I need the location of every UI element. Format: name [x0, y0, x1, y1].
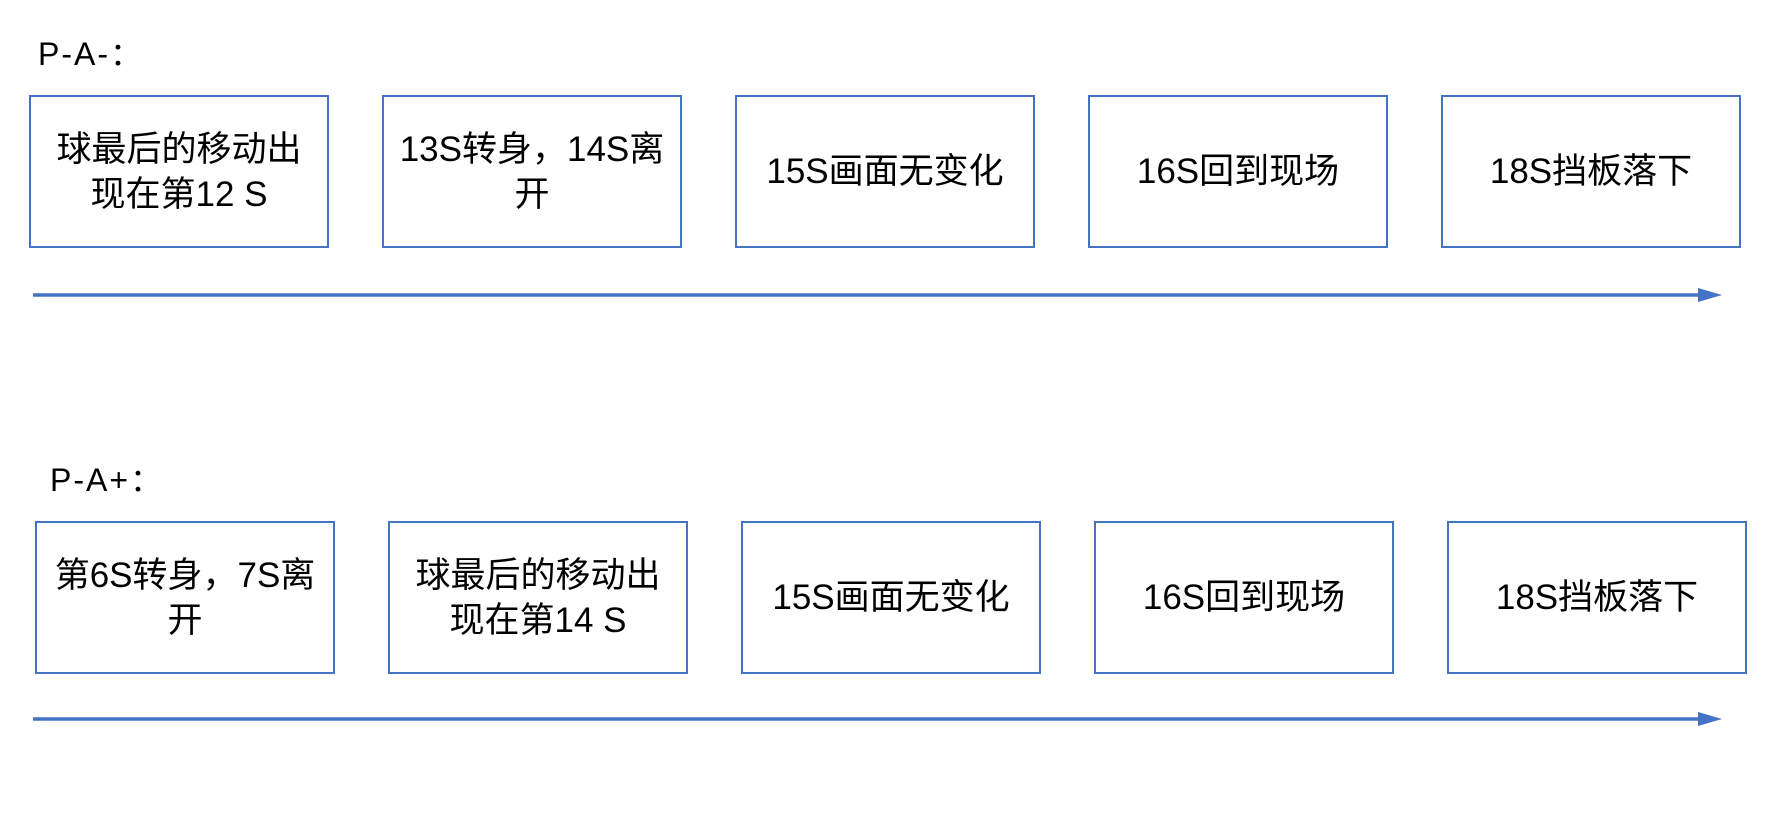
step-box: 16S回到现场 — [1094, 521, 1394, 674]
step-box: 15S画面无变化 — [741, 521, 1041, 674]
step-box: 球最后的移动出 现在第12 S — [29, 95, 329, 248]
step-text: 球最后的移动出 现在第14 S — [415, 555, 661, 640]
section-pa-plus-steps-row: 第6S转身，7S离 开 球最后的移动出 现在第14 S 15S画面无变化 16S… — [35, 521, 1747, 674]
step-text: 15S画面无变化 — [772, 578, 1010, 617]
step-box: 第6S转身，7S离 开 — [35, 521, 335, 674]
section-pa-plus-label: P-A+： — [50, 462, 165, 498]
step-box: 13S转身，14S离 开 — [382, 95, 682, 248]
step-box: 球最后的移动出 现在第14 S — [388, 521, 688, 674]
step-box: 18S挡板落下 — [1447, 521, 1747, 674]
step-box: 18S挡板落下 — [1441, 95, 1741, 248]
step-text: 18S挡板落下 — [1489, 152, 1693, 191]
step-text: 球最后的移动出 现在第12 S — [56, 129, 302, 214]
timeline-arrow — [33, 712, 1722, 726]
step-text: 16S回到现场 — [1142, 578, 1346, 617]
step-box: 15S画面无变化 — [735, 95, 1035, 248]
step-text: 第6S转身，7S离 开 — [54, 555, 316, 640]
section-pa-minus-label: P-A-： — [38, 36, 145, 72]
section-pa-minus-steps-row: 球最后的移动出 现在第12 S 13S转身，14S离 开 15S画面无变化 16… — [29, 95, 1741, 248]
step-text: 15S画面无变化 — [766, 152, 1004, 191]
timeline-arrow — [33, 288, 1722, 302]
step-text: 13S转身，14S离 开 — [399, 129, 665, 214]
step-box: 16S回到现场 — [1088, 95, 1388, 248]
step-text: 18S挡板落下 — [1495, 578, 1699, 617]
step-text: 16S回到现场 — [1136, 152, 1340, 191]
